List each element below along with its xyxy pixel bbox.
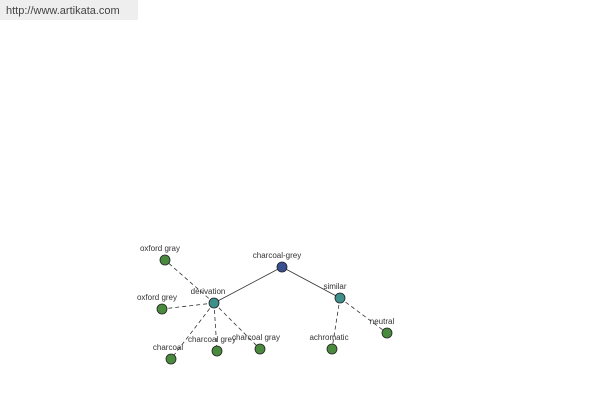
node-circle-neutral[interactable] <box>381 327 393 339</box>
edge-derivation-charcoal <box>170 302 215 360</box>
node-circle-similar[interactable] <box>334 292 346 304</box>
url-link[interactable]: http://www.artikata.com <box>0 0 138 20</box>
node-label-similar: similar <box>323 282 346 291</box>
edge-derivation-oxford-gray-1 <box>164 259 215 304</box>
node-label-oxford-gray-1: oxford gray <box>140 244 180 253</box>
edge-derivation-charcoal-gray <box>213 302 261 350</box>
node-label-charcoal: charcoal <box>153 343 183 352</box>
node-circle-charcoal-gray[interactable] <box>254 343 266 355</box>
nodes-layer: charcoal-grey derivation similar oxford gra… <box>137 244 395 365</box>
edge-root-similar <box>281 266 341 299</box>
graph-node-charcoal[interactable]: charcoal <box>153 343 183 365</box>
node-label-charcoal-grey-2: charcoal grey <box>188 335 236 344</box>
node-circle-oxford-gray-1[interactable] <box>159 254 171 266</box>
node-circle-oxford-grey[interactable] <box>156 303 168 315</box>
graph-node-root[interactable]: charcoal-grey <box>253 251 301 273</box>
node-circle-achromatic[interactable] <box>326 343 338 355</box>
edge-derivation-oxford-grey <box>161 302 215 310</box>
node-label-achromatic: achromatic <box>309 333 348 342</box>
graph-node-achromatic[interactable]: achromatic <box>309 333 349 355</box>
edge-derivation-charcoal-grey-2 <box>213 302 218 352</box>
edge-similar-achromatic <box>331 297 341 350</box>
edge-similar-neutral <box>339 297 388 334</box>
node-circle-derivation[interactable] <box>208 297 220 309</box>
edge-root-derivation <box>213 266 283 304</box>
graph-node-oxford-grey[interactable]: oxford grey <box>137 293 177 315</box>
edges-layer <box>161 259 388 360</box>
graph-node-neutral[interactable]: neutral <box>370 317 395 339</box>
node-label-root: charcoal-grey <box>253 251 301 260</box>
node-label-charcoal-gray: charcoal gray <box>232 333 280 342</box>
node-circle-root[interactable] <box>276 261 288 273</box>
node-label-oxford-grey: oxford grey <box>137 293 177 302</box>
graph-node-charcoal-grey-2[interactable]: charcoal grey <box>188 335 236 357</box>
graph-node-similar[interactable]: similar <box>323 282 347 304</box>
graph-node-oxford-gray-1[interactable]: oxford gray <box>140 244 180 266</box>
node-label-derivation: derivation <box>191 287 226 296</box>
node-circle-charcoal-grey-2[interactable] <box>211 345 223 357</box>
graph-node-derivation[interactable]: derivation <box>191 287 226 309</box>
node-label-neutral: neutral <box>370 317 395 326</box>
node-circle-charcoal[interactable] <box>165 353 177 365</box>
graph-node-charcoal-gray[interactable]: charcoal gray <box>232 333 280 355</box>
